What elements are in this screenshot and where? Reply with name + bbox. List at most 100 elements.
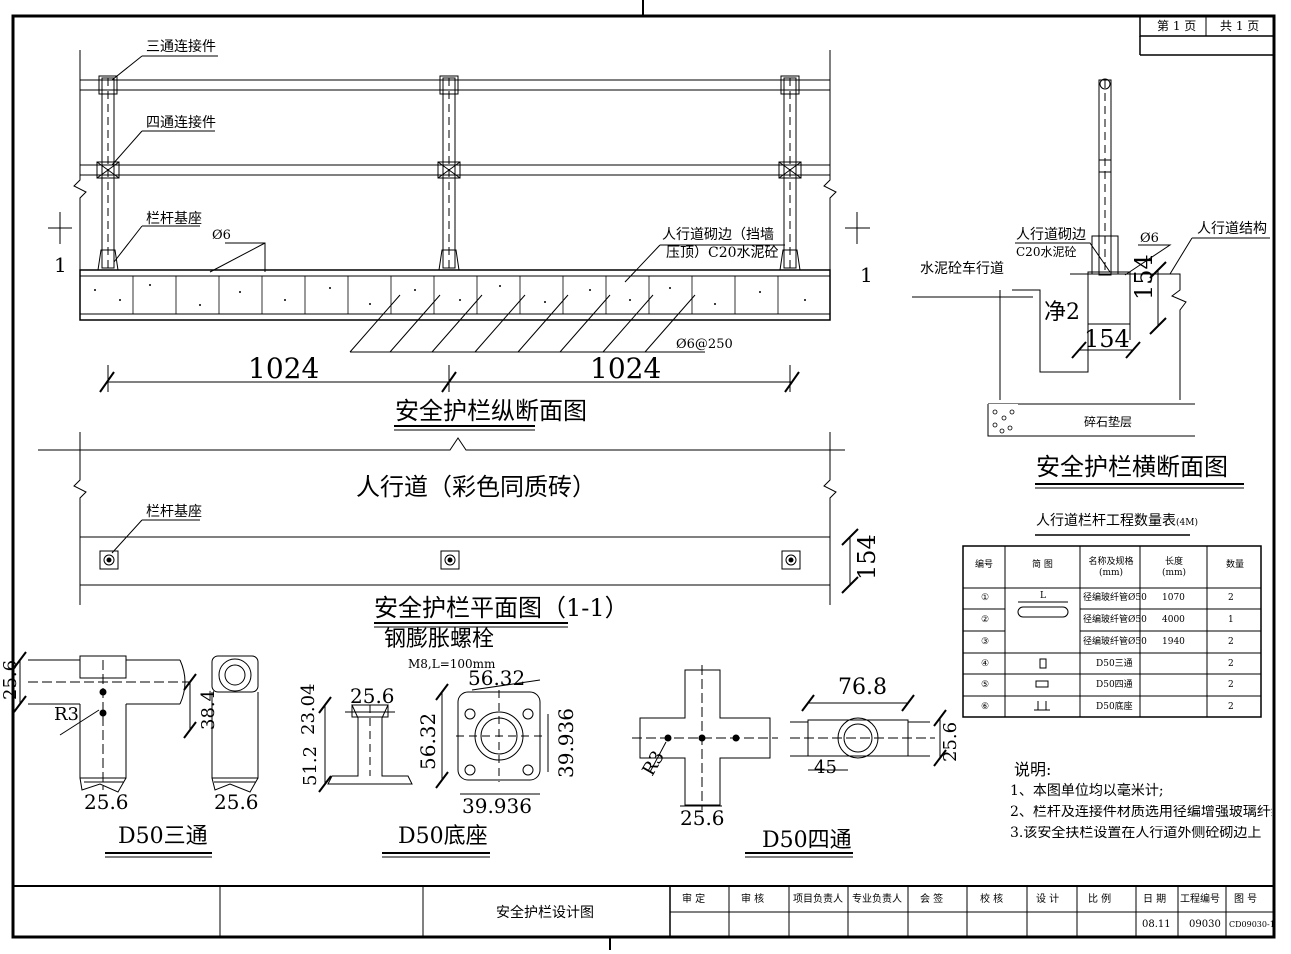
table-sketch-label: L — [1040, 591, 1046, 601]
plan-label-base: 栏杆基座 — [146, 504, 202, 520]
table-row-name: 径编玻纤管Ø50 — [1083, 637, 1147, 647]
cross-label-net: 净2 — [1044, 300, 1080, 325]
tee-dim-25-6-vertical: 25.6 — [0, 659, 21, 700]
table-row-no: ⑥ — [981, 702, 990, 712]
titleblock-discipline-lead: 专业负责人 — [852, 894, 902, 905]
table-row-no: ④ — [981, 659, 990, 669]
cross-title: 安全护栏横断面图 — [1036, 453, 1228, 481]
titleblock-reviewed: 审 核 — [741, 894, 765, 905]
table-header-qty: 数量 — [1226, 560, 1245, 570]
note-item: 2、栏杆及连接件材质选用径编增强玻璃纤维 — [1010, 805, 1272, 819]
detail-cross — [632, 665, 947, 858]
plan-title: 安全护栏平面图（1-1） — [374, 594, 629, 622]
drawing-name: 安全护栏设计图 — [496, 905, 594, 921]
page-total: 共 1 页 — [1220, 19, 1260, 33]
section-mark-left: 1 — [54, 253, 67, 277]
table-row-no: ② — [981, 615, 990, 625]
table-header-length: 长度(mm) — [1161, 557, 1187, 578]
detail-tee — [13, 651, 259, 858]
label-cross-connector: 四通连接件 — [146, 115, 216, 131]
titleblock-checked: 校 核 — [980, 894, 1004, 905]
table-row-qty: 2 — [1228, 680, 1234, 690]
table-row-length: 4000 — [1162, 615, 1185, 625]
base-dim-56-32: 56.32 — [468, 666, 526, 690]
tee-dim-25-6-bottom: 25.6 — [84, 790, 129, 814]
titleblock-drawing-no: 图 号 — [1234, 894, 1258, 905]
table-row-no: ① — [981, 593, 990, 603]
bolt-spec: M8,L=100mm — [408, 657, 496, 671]
tee-title: D50三通 — [118, 824, 208, 849]
table-header-sketch: 简 图 — [1032, 560, 1053, 570]
label-curb-2: 压顶）C20水泥砼 — [666, 245, 779, 261]
section-mark-right: 1 — [860, 263, 873, 287]
cross-label-curb-2: C20水泥砼 — [1016, 245, 1077, 259]
note-item: 1、本图单位均以毫米计; — [1010, 783, 1164, 799]
table-row-qty: 2 — [1228, 702, 1234, 712]
table-row-length: 1070 — [1162, 593, 1185, 603]
table-row-qty: 2 — [1228, 659, 1234, 669]
base-title: D50底座 — [398, 824, 488, 849]
label-railing-base: 栏杆基座 — [146, 211, 202, 227]
cross-detail-dim-25-6: 25.6 — [680, 806, 725, 830]
titleblock-drawing-no-value: CD09030-1 — [1229, 920, 1275, 929]
titleblock-project-no: 工程编号 — [1180, 894, 1220, 905]
detail-base — [318, 679, 549, 858]
base-dim-56-32-vertical: 56.32 — [416, 712, 440, 770]
table-row-qty: 2 — [1228, 593, 1234, 603]
table-row-length: 1940 — [1162, 637, 1185, 647]
table-row-no: ⑤ — [981, 680, 990, 690]
cross-detail-dim-25-6-vertical: 25.6 — [940, 721, 961, 762]
base-dim-39-936-vertical: 39.936 — [554, 708, 578, 778]
cross-label-structure: 人行道结构 — [1197, 221, 1267, 237]
table-row-name: 径编玻纤管Ø50 — [1083, 615, 1147, 625]
tee-dim-25-6-side: 25.6 — [214, 790, 259, 814]
table-row-name: D50三通 — [1096, 659, 1133, 669]
cross-detail-title: D50四通 — [762, 828, 852, 853]
dim-span-right: 1024 — [590, 352, 662, 385]
table-header-no: 编号 — [975, 560, 994, 570]
tee-dim-r3: R3 — [54, 704, 80, 725]
cross-dim-width: 154 — [1084, 325, 1130, 353]
titleblock-countersign: 会 签 — [920, 894, 944, 905]
table-row-no: ③ — [981, 637, 990, 647]
cross-label-curb: 人行道砌边 — [1016, 227, 1086, 243]
longitudinal-section — [48, 50, 870, 431]
cross-detail-dim-45: 45 — [814, 757, 837, 778]
base-dim-23-04: 23.04 — [298, 683, 319, 735]
base-dim-25-6: 25.6 — [350, 684, 395, 708]
cross-section — [912, 78, 1270, 489]
titleblock-date: 日 期 — [1143, 894, 1167, 905]
titleblock-date-value: 08.11 — [1142, 919, 1171, 930]
cross-label-rebar: Ø6 — [1140, 231, 1159, 246]
title-block-grid — [13, 885, 1274, 937]
note-item: 3.该安全扶栏设置在人行道外侧砼砌边上 — [1010, 826, 1262, 840]
quantity-table-grid — [962, 534, 1262, 718]
table-row-name: D50四通 — [1096, 680, 1133, 690]
label-tee-connector: 三通连接件 — [146, 39, 216, 55]
cross-dim-height: 154 — [1130, 254, 1158, 300]
page-number: 第 1 页 — [1157, 19, 1197, 33]
titleblock-project-lead: 项目负责人 — [793, 894, 843, 905]
longitudinal-title: 安全护栏纵断面图 — [395, 397, 587, 425]
base-dim-39-936: 39.936 — [462, 794, 532, 818]
cross-detail-dim-76-8: 76.8 — [838, 675, 887, 700]
base-dim-51-2: 51.2 — [300, 745, 321, 786]
plan-dim: 154 — [853, 534, 881, 580]
label-rebar: Ø6 — [212, 228, 231, 243]
bolt-title: 钢膨胀螺栓 — [384, 627, 495, 652]
table-header-name: 名称及规格(mm) — [1088, 557, 1134, 578]
table-row-name: D50底座 — [1096, 702, 1133, 712]
label-stirrup: Ø6@250 — [676, 337, 733, 352]
table-title: 人行道栏杆工程数量表(4M) — [1036, 513, 1198, 529]
tee-dim-38-4: 38.4 — [198, 689, 219, 730]
titleblock-approved: 审 定 — [682, 894, 706, 905]
titleblock-designed: 设 计 — [1036, 894, 1060, 905]
label-curb: 人行道砌边（挡墙 — [662, 227, 774, 243]
dim-span-left: 1024 — [248, 352, 320, 385]
cross-label-road: 水泥砼车行道 — [920, 261, 1004, 277]
cross-label-gravel: 碎石垫层 — [1084, 415, 1133, 429]
titleblock-scale: 比 例 — [1088, 894, 1112, 905]
notes-heading: 说明: — [1014, 760, 1052, 779]
table-row-qty: 1 — [1228, 615, 1234, 625]
